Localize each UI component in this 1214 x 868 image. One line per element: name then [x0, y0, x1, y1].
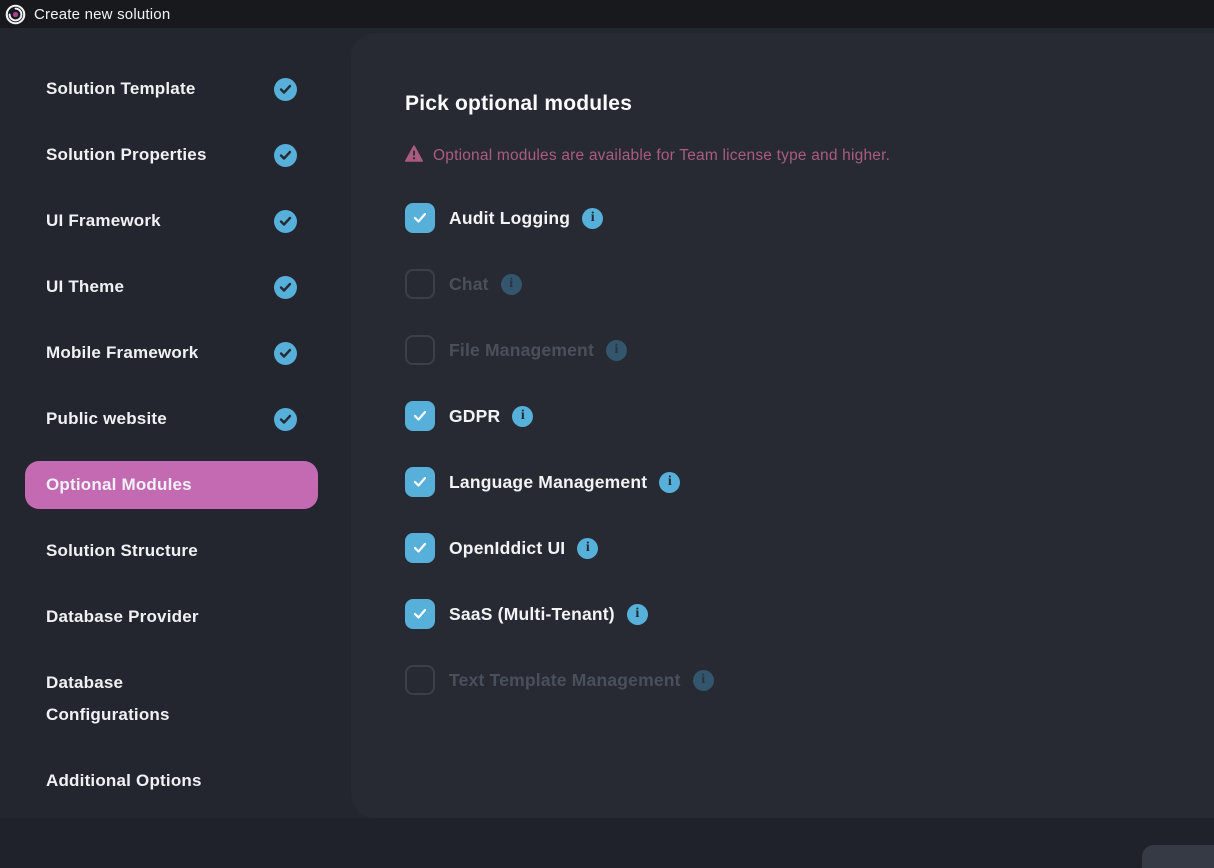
info-icon[interactable]: i	[577, 537, 599, 559]
page-title: Pick optional modules	[405, 92, 633, 115]
step-label: UI Theme	[46, 277, 125, 296]
module-row-gdpr[interactable]: GDPR i	[405, 401, 1174, 431]
module-row-openiddict-ui[interactable]: OpenIddict UI i	[405, 533, 1174, 563]
sidebar-item-solution-template[interactable]: Solution Template	[25, 65, 318, 113]
module-row-saas-multi-tenant[interactable]: SaaS (Multi-Tenant) i	[405, 599, 1174, 629]
module-label: Chat	[449, 273, 489, 294]
wizard-steps-sidebar: Solution Template Solution Properties UI…	[0, 28, 351, 868]
sidebar-item-additional-options[interactable]: Additional Options	[25, 757, 318, 805]
completed-check-icon	[274, 407, 297, 431]
info-icon[interactable]: i	[626, 603, 648, 625]
next-button-peek[interactable]	[1142, 845, 1214, 868]
info-icon[interactable]: i	[659, 471, 681, 493]
module-row-text-template-management[interactable]: Text Template Management i	[405, 665, 1174, 695]
completed-check-icon	[274, 275, 297, 299]
step-label: Public website	[46, 409, 167, 428]
sidebar-item-database-provider[interactable]: Database Provider	[25, 593, 318, 641]
checkbox-language-management[interactable]	[405, 467, 435, 497]
sidebar-item-optional-modules[interactable]: Optional Modules	[25, 461, 318, 509]
step-label: Solution Properties	[46, 145, 207, 164]
sidebar-item-ui-theme[interactable]: UI Theme	[25, 263, 318, 311]
module-label: SaaS (Multi-Tenant)	[449, 603, 615, 624]
module-label: GDPR	[449, 405, 501, 426]
license-warning: Optional modules are available for Team …	[405, 145, 1174, 167]
completed-check-icon	[274, 77, 297, 101]
completed-check-icon	[274, 143, 297, 167]
info-icon[interactable]: i	[500, 273, 522, 295]
step-label: Mobile Framework	[46, 343, 199, 362]
info-icon[interactable]: i	[605, 339, 627, 361]
module-row-audit-logging[interactable]: Audit Logging i	[405, 203, 1174, 233]
module-row-language-management[interactable]: Language Management i	[405, 467, 1174, 497]
sidebar-item-solution-structure[interactable]: Solution Structure	[25, 527, 318, 575]
checkbox-audit-logging[interactable]	[405, 203, 435, 233]
completed-check-icon	[274, 209, 297, 233]
module-label: OpenIddict UI	[449, 537, 566, 558]
info-icon[interactable]: i	[512, 405, 534, 427]
step-label: UI Framework	[46, 211, 161, 230]
warning-text: Optional modules are available for Team …	[433, 147, 891, 164]
step-label: Database Configurations	[46, 673, 170, 724]
step-content-panel: Pick optional modules Optional modules a…	[351, 33, 1214, 818]
abp-studio-logo-icon	[5, 4, 26, 25]
info-icon[interactable]: i	[582, 207, 604, 229]
sidebar-item-ui-framework[interactable]: UI Framework	[25, 197, 318, 245]
completed-check-icon	[274, 341, 297, 365]
checkbox-file-management[interactable]	[405, 335, 435, 365]
module-label: Audit Logging	[449, 207, 571, 228]
module-label: File Management	[449, 339, 594, 360]
sidebar-item-public-website[interactable]: Public website	[25, 395, 318, 443]
bottom-strip	[0, 818, 1214, 868]
checkbox-gdpr[interactable]	[405, 401, 435, 431]
sidebar-item-mobile-framework[interactable]: Mobile Framework	[25, 329, 318, 377]
module-row-file-management[interactable]: File Management i	[405, 335, 1174, 365]
checkbox-saas-multi-tenant[interactable]	[405, 599, 435, 629]
topbar: Create new solution	[0, 0, 1214, 28]
module-label: Text Template Management	[449, 669, 681, 690]
step-label: Database Provider	[46, 607, 199, 626]
step-label: Solution Template	[46, 79, 196, 98]
checkbox-text-template-management[interactable]	[405, 665, 435, 695]
info-icon[interactable]: i	[692, 669, 714, 691]
checkbox-chat[interactable]	[405, 269, 435, 299]
step-label: Additional Options	[46, 771, 202, 790]
window-title: Create new solution	[34, 5, 171, 23]
step-label: Solution Structure	[46, 541, 198, 560]
module-row-chat[interactable]: Chat i	[405, 269, 1174, 299]
checkbox-openiddict-ui[interactable]	[405, 533, 435, 563]
warning-triangle-icon	[405, 145, 423, 167]
sidebar-item-database-configurations[interactable]: Database Configurations	[25, 659, 318, 739]
sidebar-item-solution-properties[interactable]: Solution Properties	[25, 131, 318, 179]
module-label: Language Management	[449, 471, 648, 492]
step-label: Optional Modules	[46, 475, 192, 494]
